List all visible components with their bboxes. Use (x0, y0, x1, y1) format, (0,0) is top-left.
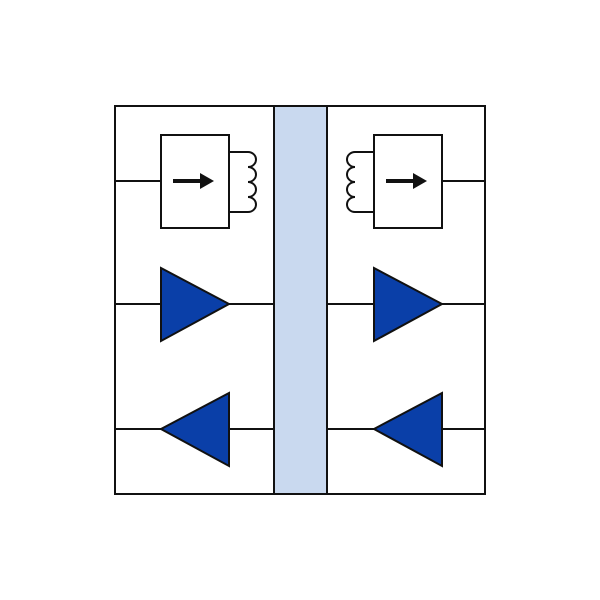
right-arrow-icon (386, 173, 427, 189)
right-panel (327, 134, 485, 468)
right-amplifier-reverse (371, 391, 443, 468)
right-isolator-block (373, 134, 443, 229)
left-coil-icon (229, 151, 257, 213)
center-separator-bar (273, 105, 328, 495)
left-amplifier-forward (160, 266, 232, 343)
right-coil-icon (346, 151, 374, 213)
left-panel (115, 134, 274, 468)
left-amplifier-reverse (158, 391, 230, 468)
right-amplifier-forward (373, 266, 445, 343)
right-arrow-icon (173, 173, 214, 189)
